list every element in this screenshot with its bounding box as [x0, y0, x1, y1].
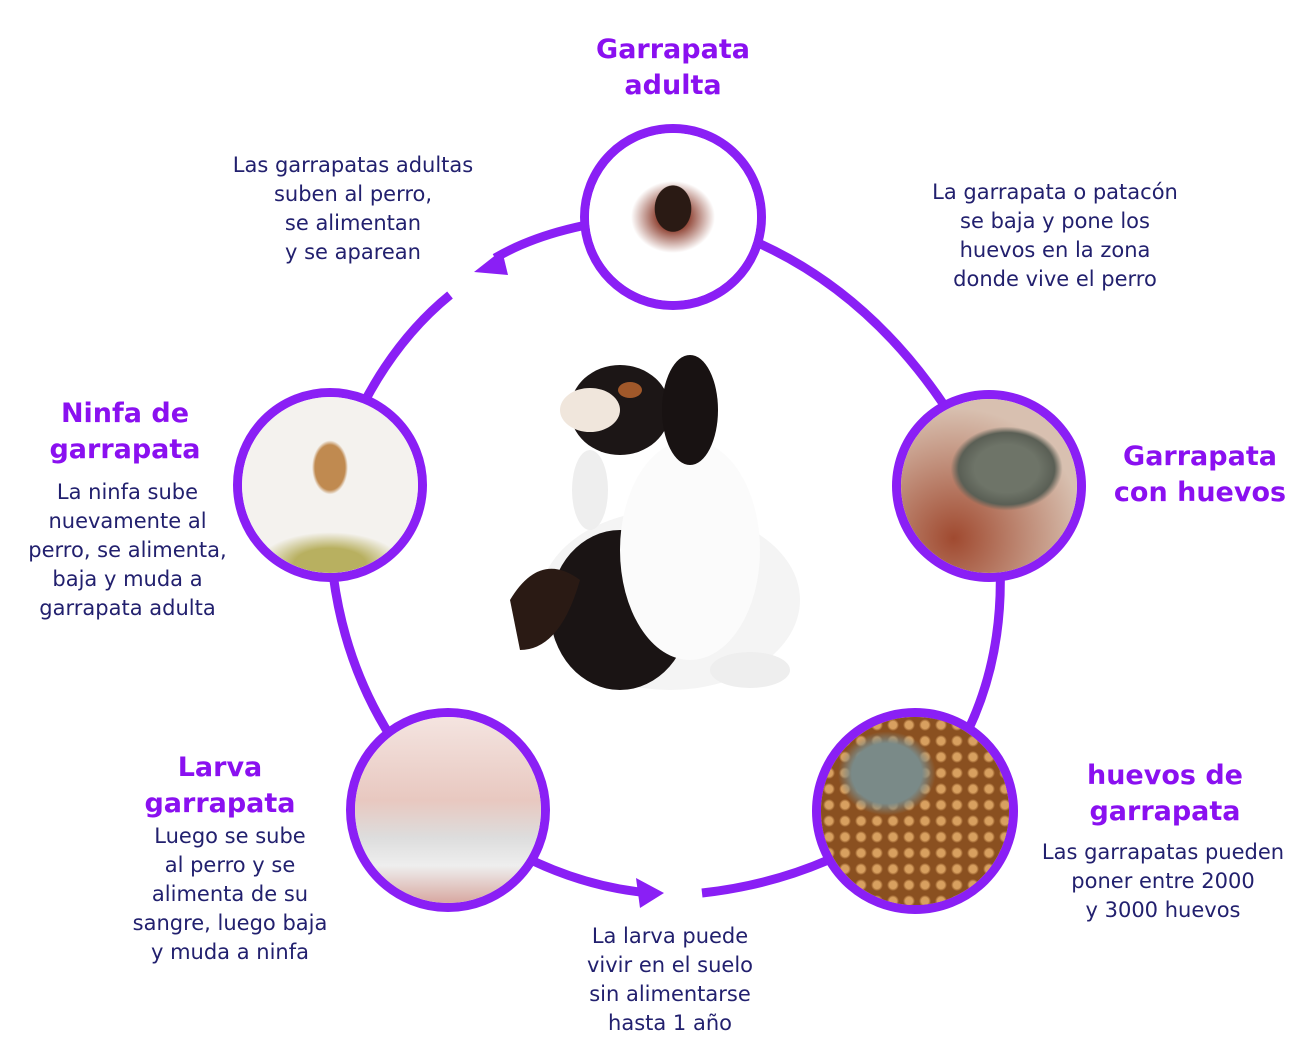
desc-line: garrapata adulta: [39, 596, 216, 620]
title-line: huevos de: [1086, 760, 1243, 791]
nymph-image: [242, 397, 418, 573]
desc-line: La larva puede: [591, 924, 749, 948]
arrowhead-top-left: [474, 250, 508, 275]
desc-line: La ninfa sube: [56, 480, 199, 504]
arrowhead-bottom: [636, 878, 664, 908]
title-line: Garrapata: [596, 34, 750, 65]
title-larva: Larva garrapata: [120, 750, 320, 822]
title-line: con huevos: [1113, 477, 1287, 508]
desc-adult: La garrapata o patacón se baja y pone lo…: [900, 178, 1210, 294]
desc-line: nuevamente al: [48, 509, 207, 533]
desc-line: suben al perro,: [273, 182, 433, 206]
desc-line: y 3000 huevos: [1085, 898, 1241, 922]
eggs-image: [821, 717, 1009, 905]
title-adult: Garrapata adulta: [573, 32, 773, 104]
desc-eggs: Las garrapatas pueden poner entre 2000 y…: [1018, 838, 1303, 925]
node-nymph: [233, 388, 427, 582]
title-line: Garrapata: [1123, 441, 1277, 472]
desc-line: baja y muda a: [52, 567, 203, 591]
desc-line: Luego se sube: [154, 824, 306, 848]
desc-line: perro, se alimenta,: [28, 538, 227, 562]
desc-adult-on-dog: Las garrapatas adultas suben al perro, s…: [203, 151, 503, 267]
desc-line: poner entre 2000: [1071, 869, 1255, 893]
node-adult-tick: [580, 124, 766, 310]
title-eggs: huevos de garrapata: [1060, 758, 1270, 830]
desc-line: hasta 1 año: [608, 1011, 732, 1035]
desc-larva: Luego se sube al perro y se alimenta de …: [100, 822, 360, 967]
desc-line: y se aparean: [285, 240, 421, 264]
desc-soil: La larva puede vivir en el suelo sin ali…: [540, 922, 800, 1038]
title-line: Larva: [177, 752, 263, 783]
title-line: Ninfa de: [60, 398, 190, 429]
desc-line: sin alimentarse: [589, 982, 751, 1006]
desc-nymph: La ninfa sube nuevamente al perro, se al…: [5, 478, 250, 623]
desc-line: La garrapata o patacón: [932, 180, 1178, 204]
node-eggs: [812, 708, 1018, 914]
title-line: garrapata: [49, 434, 201, 465]
desc-line: se alimentan: [284, 211, 422, 235]
desc-line: sangre, luego baja: [132, 911, 328, 935]
desc-line: donde vive el perro: [953, 267, 1157, 291]
desc-line: Las garrapatas pueden: [1041, 840, 1285, 864]
title-line: adulta: [624, 70, 722, 101]
desc-line: huevos en la zona: [959, 238, 1151, 262]
tick-adult-image: [589, 133, 757, 301]
larva-image: [355, 717, 541, 903]
desc-line: Las garrapatas adultas: [232, 153, 474, 177]
engorged-tick-image: [901, 399, 1077, 573]
desc-line: y muda a ninfa: [150, 940, 309, 964]
desc-line: alimenta de su: [151, 882, 309, 906]
title-eggs-tick: Garrapata con huevos: [1095, 439, 1303, 511]
dog-image: [510, 355, 800, 690]
desc-line: al perro y se: [164, 853, 296, 877]
title-line: garrapata: [144, 788, 296, 819]
desc-line: vivir en el suelo: [586, 953, 754, 977]
node-engorged-tick: [892, 390, 1086, 582]
node-larva: [346, 708, 550, 912]
title-line: garrapata: [1089, 796, 1241, 827]
title-nymph: Ninfa de garrapata: [25, 396, 225, 468]
desc-line: se baja y pone los: [960, 209, 1150, 233]
